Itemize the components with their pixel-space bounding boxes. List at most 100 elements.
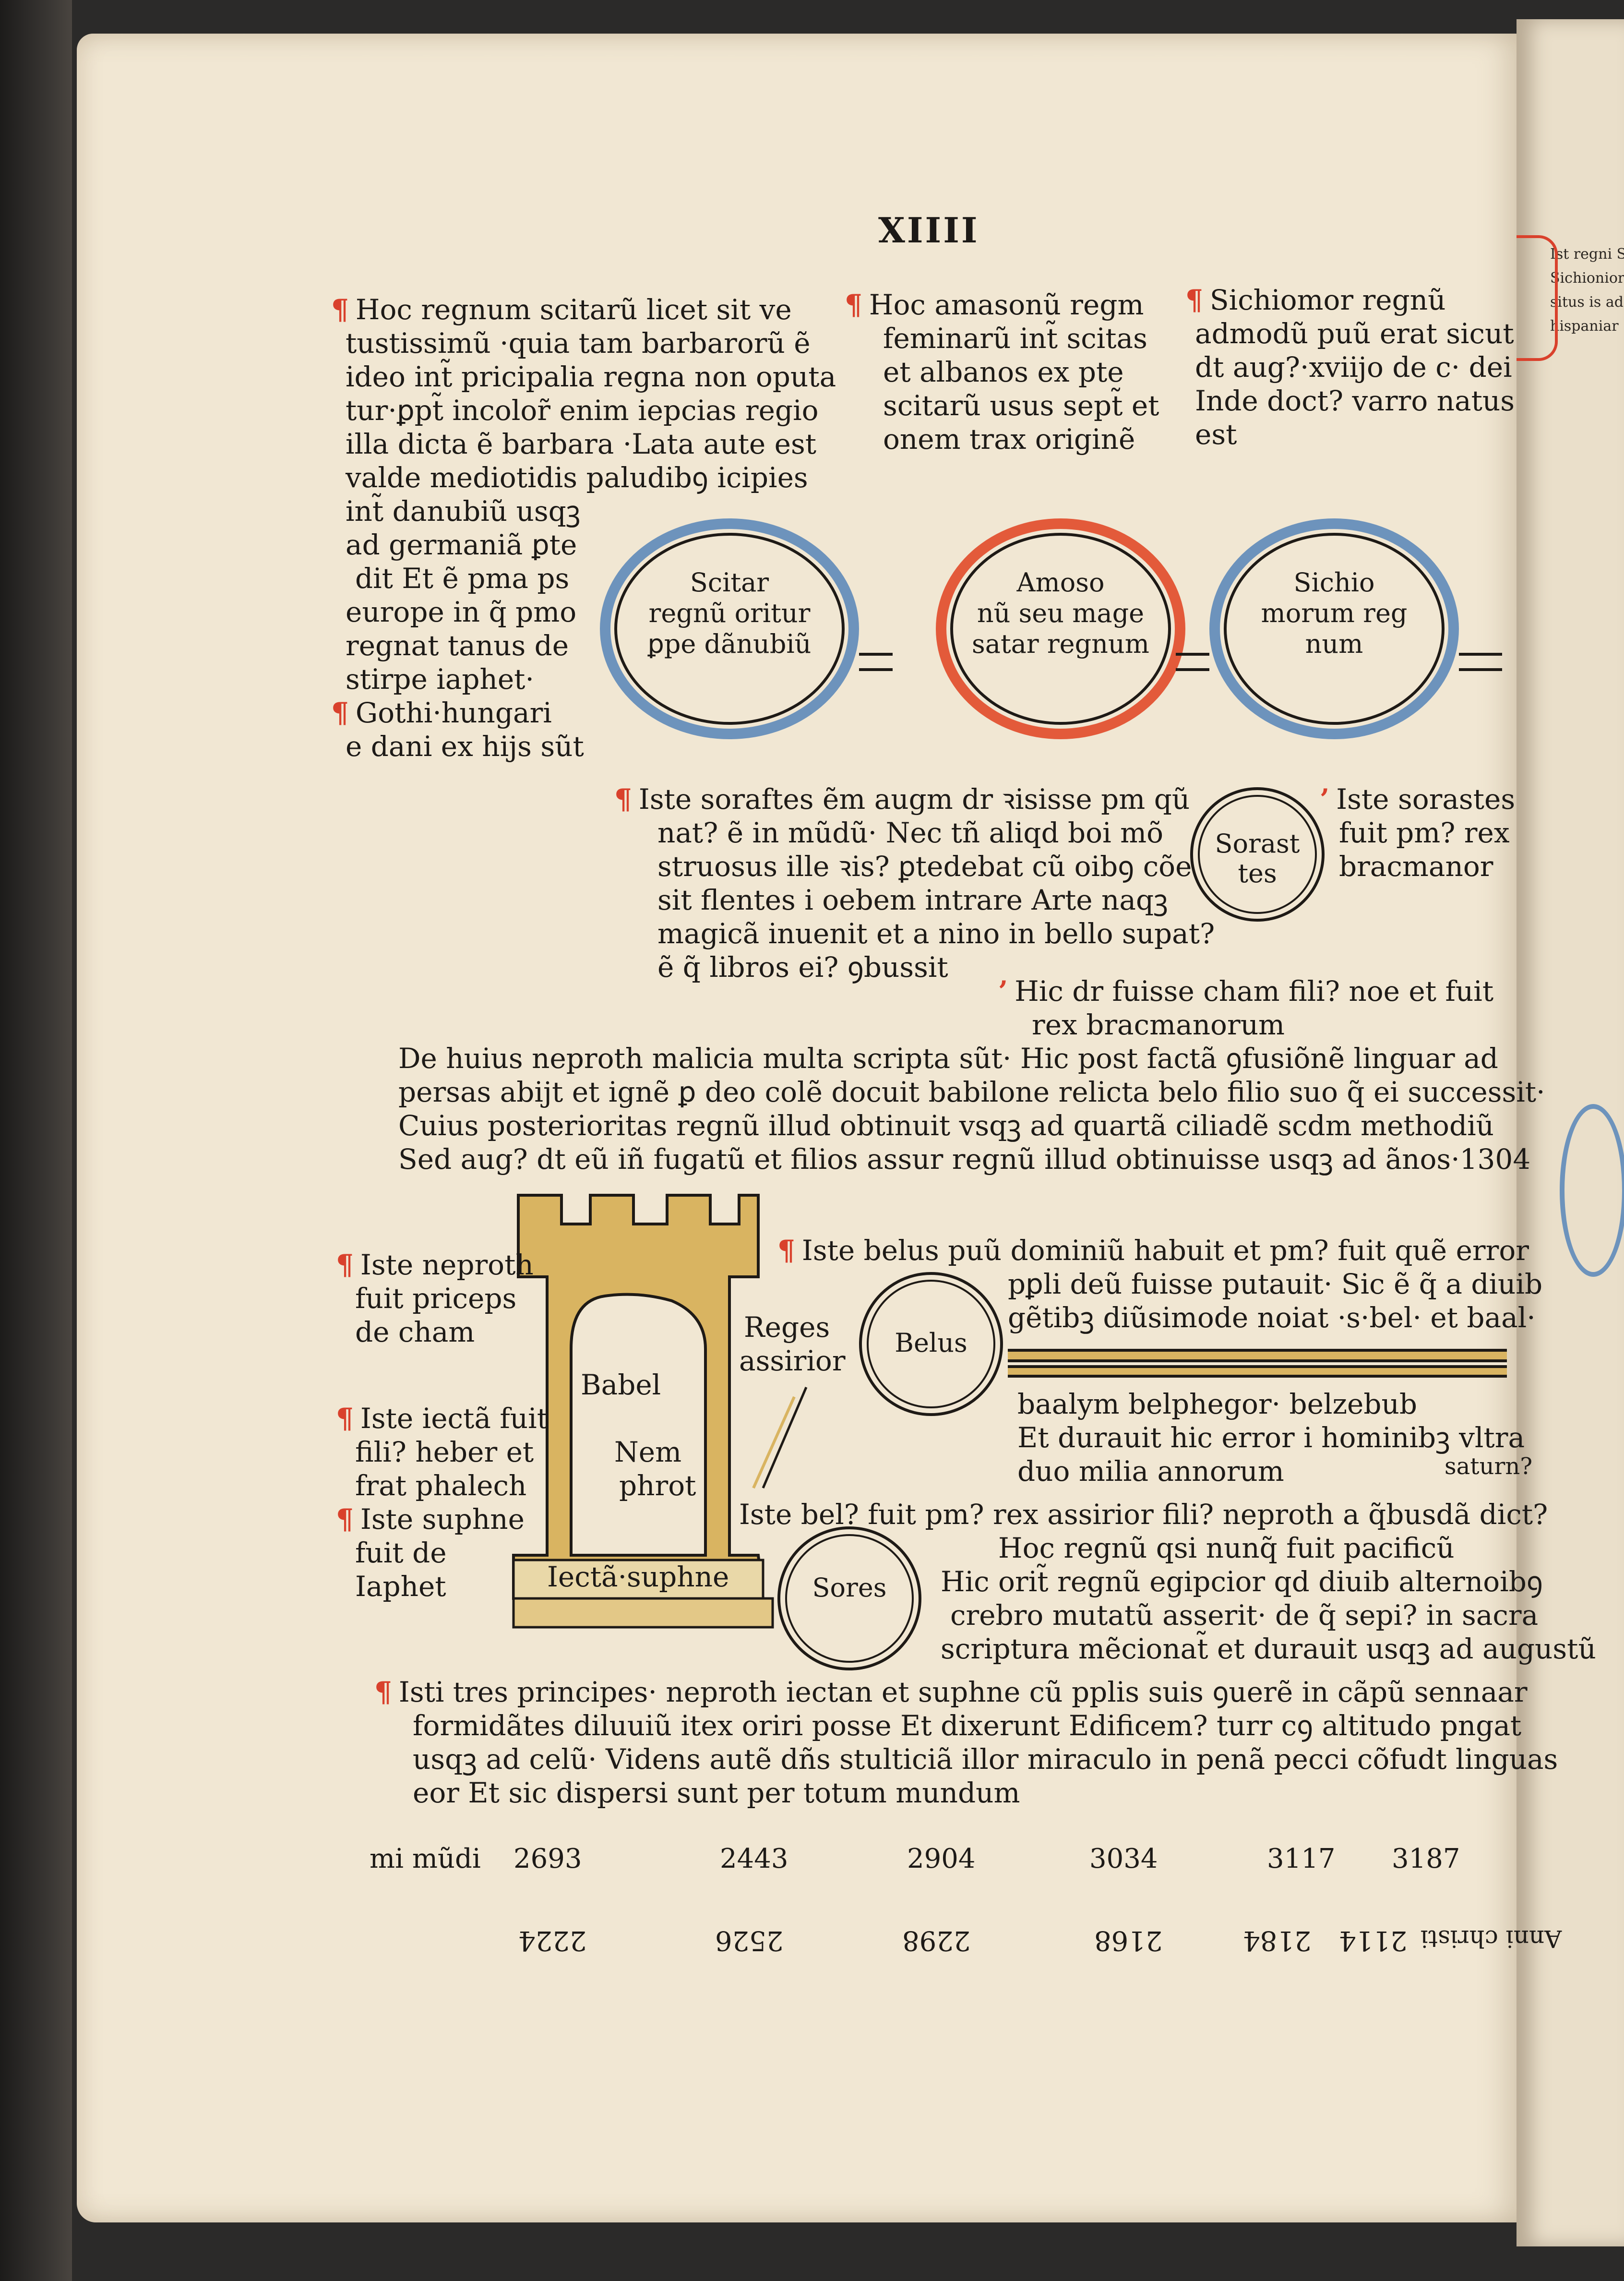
- pilcrow-icon: ¶: [1185, 284, 1203, 316]
- text-line: bracmanor: [1339, 850, 1493, 883]
- circle-label: regnũ oritur: [648, 598, 811, 628]
- text-line: scriptura mẽcionat̃ et durauit usqꝫ ad a…: [941, 1633, 1596, 1665]
- text-line: europe in q̃ pmo: [346, 596, 577, 628]
- pilcrow-icon: ¶: [336, 1249, 354, 1281]
- year-value: 3117: [1267, 1843, 1336, 1874]
- text-line: et albanos ex pte: [883, 356, 1124, 388]
- text-line: Hoc amasonũ regm: [869, 288, 1144, 321]
- text-line: Isti tres principes· neproth iectan et s…: [398, 1676, 1528, 1708]
- circle-label: Sorast: [1215, 828, 1300, 859]
- text-line: Iste suphne: [360, 1503, 525, 1536]
- text-line: ad germaniã ꝑte: [346, 528, 577, 561]
- text-line: De huius neproth malicia multa scripta s…: [398, 1042, 1498, 1075]
- text-line: nat? ẽ in mũdũ· Nec tñ aliqd boi mõ: [657, 816, 1163, 849]
- text-line: admodũ puũ erat sicut: [1195, 317, 1514, 350]
- text-line: Iste sorastes: [1336, 783, 1516, 816]
- facing-text: Ist regni Sm: [1550, 246, 1624, 263]
- text-line: persas abijt et ignẽ ꝑ deo colẽ docuit b…: [398, 1076, 1545, 1108]
- text-line: Hoc regnum scitarũ licet sit ve: [355, 293, 792, 326]
- circle-label: Sichio: [1293, 567, 1375, 598]
- text-line: fuit priceps: [355, 1282, 517, 1315]
- text-line: Hoc regnũ qsi nunq̃ fuit pacificũ: [998, 1532, 1455, 1564]
- pilcrow-icon: ¶: [331, 293, 349, 326]
- pilcrow-icon: ¶: [614, 783, 632, 816]
- tower-base-label: Iectã·suphne: [547, 1561, 729, 1593]
- circle-label: Amoso: [1016, 567, 1105, 598]
- pilcrow-icon: ’: [998, 975, 1008, 1008]
- book-gutter-shadow: [0, 0, 72, 2281]
- circle-label: tes: [1238, 858, 1277, 888]
- year-value: 3034: [1089, 1843, 1158, 1874]
- text-line: stirpe iaphet·: [346, 663, 534, 696]
- text-line: gẽtibꝫ diũsimode noiat ·s·bel· et baal·: [1008, 1301, 1536, 1334]
- text-line: dt aug?·xviijo de c· dei: [1195, 351, 1512, 384]
- text-line: sit flentes i oebem intrare Arte naqꝫ: [657, 884, 1168, 916]
- circle-label: Sores: [812, 1573, 887, 1603]
- year-value: 2224: [518, 1925, 587, 1956]
- text-line: rex bracmanorum: [1032, 1008, 1285, 1041]
- text-line: valde mediotidis paludibꝯ icipies: [346, 461, 808, 494]
- tower-label: Babel: [581, 1369, 661, 1401]
- diagram-circle-sores: Sores: [777, 1526, 921, 1670]
- text-line: fuit pm? rex: [1339, 816, 1510, 849]
- text-line: Iste belus puũ dominiũ habuit et pm? fui…: [801, 1234, 1529, 1267]
- saturnus-note: saturn?: [1445, 1453, 1533, 1480]
- text-line: Et durauit hic error i hominibꝫ vltra: [1017, 1421, 1525, 1454]
- pilcrow-icon: ’: [1320, 783, 1330, 816]
- text-line: Inde doct? varro natus: [1195, 384, 1515, 417]
- reges-label: assirior: [739, 1345, 846, 1377]
- year-value: 2526: [715, 1925, 784, 1956]
- text-line: tur·ꝑpt̃ incolor̃ enim iepcias regio: [346, 394, 819, 427]
- text-line: duo milia annorum: [1017, 1455, 1284, 1488]
- text-line: eor Et sic dispersi sunt per totum mundu…: [413, 1777, 1020, 1809]
- pilcrow-icon: ¶: [331, 696, 349, 729]
- pilcrow-icon: ¶: [845, 288, 862, 321]
- year-value: 2168: [1094, 1925, 1163, 1956]
- tower-of-babel-illustration: [512, 1194, 774, 1629]
- pilcrow-icon: ¶: [336, 1402, 354, 1435]
- text-line: int̃ danubiũ usqꝫ: [346, 495, 581, 528]
- text-line: tustissimũ ·quia tam barbarorũ ẽ: [346, 327, 811, 360]
- facing-text: Sichionior: [1550, 270, 1624, 287]
- year-value: 2904: [907, 1843, 976, 1874]
- manuscript-page: [77, 34, 1521, 2222]
- facing-page-edge: Ist regni Sm Sichionior situs is ad hisp…: [1517, 19, 1624, 2246]
- reges-label: Reges: [744, 1311, 830, 1344]
- connector-double-line: [1176, 653, 1209, 671]
- text-line: fili? heber et: [355, 1436, 534, 1468]
- text-line: Iste soraftes ẽm augm dr ꝛisisse pm qũ: [638, 783, 1190, 816]
- diagram-circle-scitarum: Scitar regnũ oritur ꝑpe dãnubiũ: [600, 518, 859, 739]
- text-line: Cuius posterioritas regnũ illud obtinuit…: [398, 1109, 1494, 1142]
- year-value: 2184: [1243, 1925, 1312, 1956]
- text-line: magicã inuenit et a nino in bello supat?: [657, 917, 1215, 950]
- year-value: 2114: [1339, 1925, 1408, 1956]
- year-value: 2693: [513, 1843, 582, 1874]
- year-value: 2298: [902, 1925, 971, 1956]
- year-value: 3187: [1392, 1843, 1460, 1874]
- text-line: scitarũ usus sept̃ et: [883, 389, 1159, 422]
- text-line: Hic dr fuisse cham fili? noe et fuit: [1015, 975, 1494, 1008]
- diagram-circle-fragment: [1560, 1104, 1624, 1277]
- text-line: est: [1195, 418, 1237, 451]
- text-line: frat phalech: [355, 1469, 527, 1502]
- text-line: Gothi·hungari: [355, 696, 552, 729]
- pilcrow-icon: ¶: [777, 1234, 795, 1267]
- text-line: Hic orit̃ regnũ egipcior qd diuib altern…: [941, 1565, 1543, 1598]
- connector-double-line: [1459, 653, 1502, 671]
- text-line: Iste neproth: [360, 1249, 534, 1281]
- year-value: 2443: [720, 1843, 788, 1874]
- text-line: e dani ex hijs sũt: [346, 730, 584, 763]
- circle-label: num: [1305, 629, 1363, 659]
- tower-label: phrot: [619, 1469, 696, 1502]
- connector-band: [1008, 1349, 1507, 1378]
- circle-label: nũ seu mage: [977, 598, 1145, 628]
- diagram-circle-amosonum: Amoso nũ seu mage satar regnum: [936, 518, 1185, 739]
- text-line: formidãtes diluuiũ itex oriri posse Et d…: [413, 1709, 1522, 1742]
- circle-label: satar regnum: [972, 629, 1149, 659]
- text-line: crebro mutatũ asserit· de q̃ sepi? in sa…: [950, 1599, 1539, 1632]
- text-line: feminarũ int̃ scitas: [883, 322, 1147, 355]
- text-line: Iaphet: [355, 1570, 446, 1603]
- circle-label: Scitar: [690, 567, 769, 598]
- text-line: baalym belphegor· belzebub: [1017, 1388, 1417, 1420]
- year-row-label: Anni christi: [1421, 1925, 1562, 1953]
